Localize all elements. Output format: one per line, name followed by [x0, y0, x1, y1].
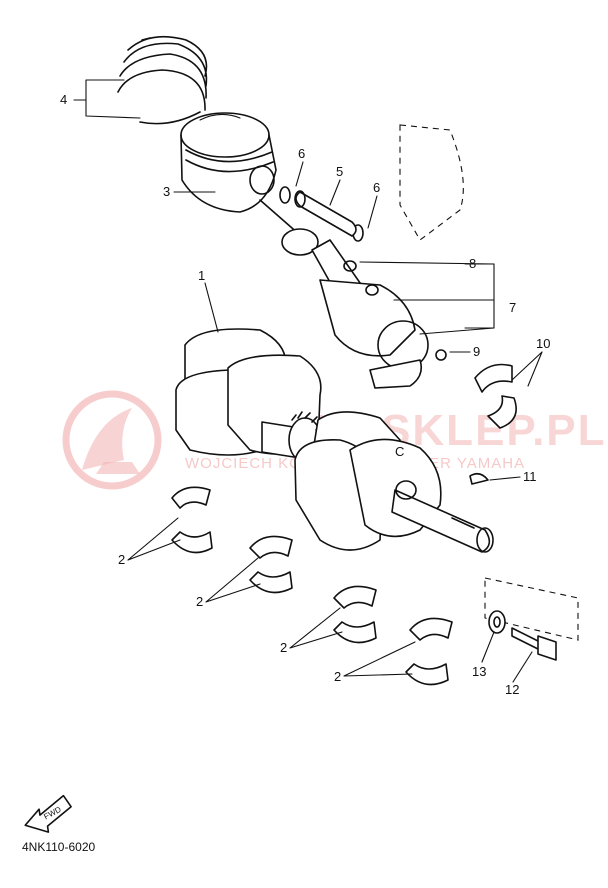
callout-9: 9: [473, 344, 480, 359]
washer-and-bolt: [484, 577, 579, 661]
callout-4: 4: [60, 92, 67, 107]
callout-2c: 2: [280, 640, 287, 655]
callout-2d: 2: [334, 669, 341, 684]
callout-13: 13: [472, 664, 486, 679]
fwd-arrow-icon: FWD: [24, 794, 72, 833]
conrod-bearings: [474, 363, 517, 429]
watermark-logo: [62, 390, 162, 490]
callout-11: 11: [523, 469, 537, 484]
piston: [180, 112, 277, 213]
woodruff-key: [469, 472, 489, 485]
callout-6b: 6: [373, 180, 380, 195]
crank-mark: C: [395, 444, 404, 459]
callout-8: 8: [469, 256, 476, 271]
piston-pin: [294, 190, 357, 237]
crankshaft: C: [175, 328, 494, 553]
callout-10: 10: [536, 336, 550, 351]
callout-12: 12: [505, 682, 519, 697]
connecting-rod: [259, 124, 464, 389]
callout-3: 3: [163, 184, 170, 199]
leader-lines: [73, 79, 543, 683]
callouts: 4 3 6 5 6 1 8 7 9 10 11 2 2 2 2 13 12: [60, 92, 550, 697]
main-bearings: [171, 486, 453, 686]
callout-7: 7: [509, 300, 516, 315]
callout-1: 1: [198, 268, 205, 283]
part-code: 4NK110-6020: [22, 840, 95, 854]
callout-2b: 2: [196, 594, 203, 609]
callout-5: 5: [336, 164, 343, 179]
callout-6a: 6: [298, 146, 305, 161]
piston-rings: [117, 35, 208, 125]
callout-2a: 2: [118, 552, 125, 567]
